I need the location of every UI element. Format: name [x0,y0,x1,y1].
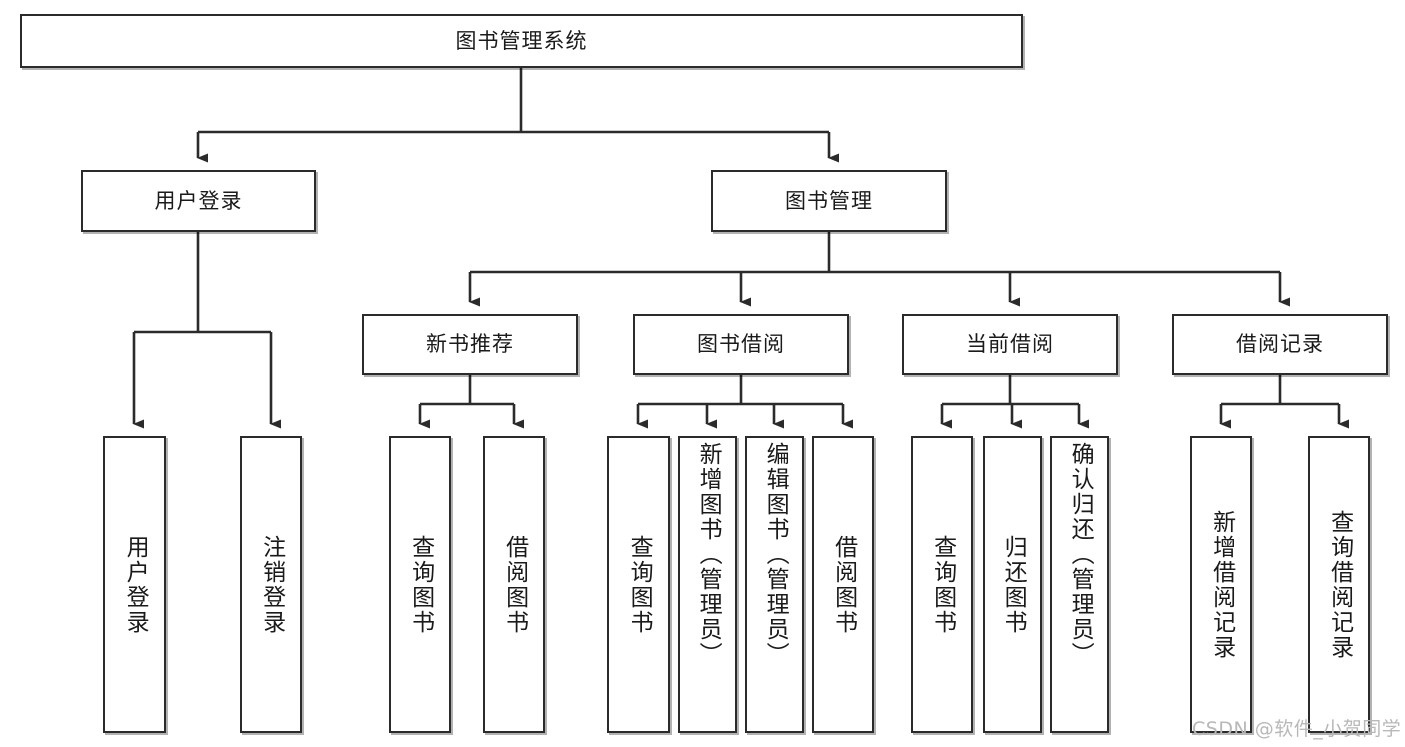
node-label: 归还图书 [1000,534,1027,635]
node-label: 查询图书 [929,534,956,635]
node-new-book-recommendation[interactable]: 新书推荐 [362,314,578,375]
leaf-query-borrowing-record[interactable]: 查询借阅记录 [1308,436,1370,733]
leaf-user-login[interactable]: 用户登录 [103,436,166,733]
leaf-logout[interactable]: 注销登录 [240,436,302,733]
node-label: 借阅记录 [1236,332,1324,357]
node-book-management[interactable]: 图书管理 [711,170,947,232]
leaf-add-book-admin[interactable]: 新增图书（管理员） [678,436,737,733]
leaf-borrow-book-borrowing[interactable]: 借阅图书 [812,436,874,733]
node-label: 图书管理系统 [455,28,588,53]
node-label: 查询借阅记录 [1326,509,1353,660]
node-label: 新增图书（管理员） [695,442,722,667]
node-label: 新书推荐 [426,332,514,357]
leaf-confirm-return-admin[interactable]: 确认归还（管理员） [1050,436,1109,733]
leaf-query-book-current[interactable]: 查询图书 [911,436,973,733]
node-label: 查询图书 [407,534,434,635]
node-book-borrowing[interactable]: 图书借阅 [633,314,849,375]
csdn-watermark: CSDN @软件_小贺同学 [1192,718,1402,740]
leaf-return-book[interactable]: 归还图书 [983,436,1042,733]
node-label: 编辑图书（管理员） [762,442,789,667]
node-label: 注销登录 [258,534,285,635]
leaf-query-book-recommendation[interactable]: 查询图书 [389,436,451,733]
node-label: 用户登录 [122,534,149,635]
leaf-edit-book-admin[interactable]: 编辑图书（管理员） [745,436,804,733]
leaf-borrow-book-recommendation[interactable]: 借阅图书 [483,436,545,733]
node-label: 借阅图书 [830,534,857,635]
node-label: 新增借阅记录 [1208,509,1235,660]
node-current-borrowing[interactable]: 当前借阅 [902,314,1118,375]
node-label: 借阅图书 [501,534,528,635]
node-user-login[interactable]: 用户登录 [81,170,316,232]
node-label: 当前借阅 [966,332,1054,357]
node-borrowing-record[interactable]: 借阅记录 [1172,314,1388,375]
node-book-management-system[interactable]: 图书管理系统 [20,14,1023,68]
node-label: 用户登录 [154,188,243,213]
node-label: 图书管理 [785,188,873,213]
leaf-query-book-borrowing[interactable]: 查询图书 [607,436,670,733]
leaf-add-borrowing-record[interactable]: 新增借阅记录 [1190,436,1252,733]
node-label: 确认归还（管理员） [1067,442,1094,667]
node-label: 查询图书 [626,534,653,635]
node-label: 图书借阅 [697,332,785,357]
